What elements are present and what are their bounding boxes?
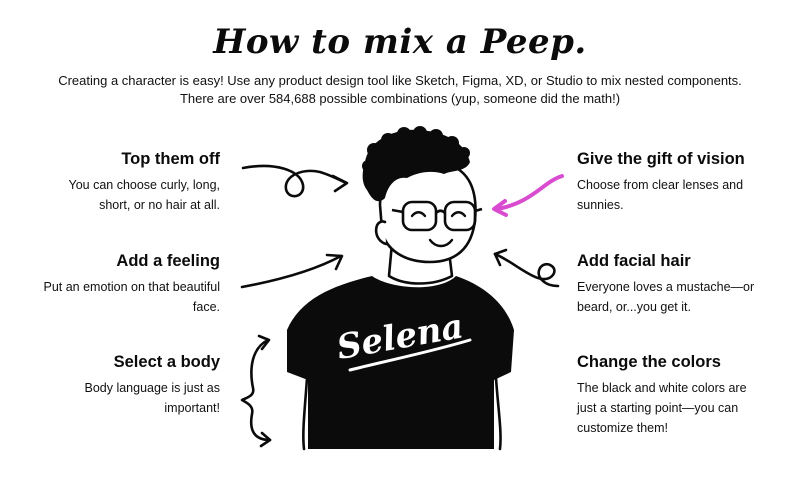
feature-add-a-feeling: Add a feeling Put an emotion on that bea…	[0, 252, 220, 317]
feature-change-colors: Change the colors The black and white co…	[577, 353, 792, 438]
feature-description: Everyone loves a mustache—or beard, or..…	[577, 280, 755, 314]
body-brace-arrow-icon	[240, 334, 272, 448]
feature-heading: Add facial hair	[577, 252, 691, 270]
facial-hair-arrow-icon	[493, 248, 560, 288]
feature-heading: Select a body	[113, 353, 220, 371]
page-title: How to mix a Peep.	[213, 22, 587, 62]
peep-character-illustration: Selena	[287, 126, 514, 451]
feature-facial-hair: Add facial hair Everyone loves a mustach…	[577, 252, 792, 317]
hair-arrow-icon	[241, 164, 349, 198]
feeling-arrow-icon	[240, 253, 344, 289]
vision-arrow-icon	[492, 174, 564, 217]
feature-description: Body language is just as important!	[84, 381, 220, 415]
subtitle-line-1: Creating a character is easy! Use any pr…	[58, 73, 742, 88]
feature-heading: Change the colors	[577, 353, 721, 371]
subtitle: Creating a character is easy! Use any pr…	[40, 72, 760, 108]
subtitle-line-2: There are over 584,688 possible combinat…	[179, 91, 621, 106]
feature-description: Choose from clear lenses and sunnies.	[577, 178, 744, 212]
feature-description: The black and white colors are just a st…	[577, 381, 747, 435]
feature-heading: Give the gift of vision	[577, 150, 745, 168]
feature-top-them-off: Top them off You can choose curly, long,…	[0, 150, 221, 215]
feature-gift-of-vision: Give the gift of vision Choose from clea…	[577, 150, 792, 215]
feature-heading: Add a feeling	[116, 252, 220, 270]
feature-description: Put an emotion on that beautiful face.	[43, 280, 220, 314]
feature-description: You can choose curly, long, short, or no…	[68, 178, 221, 212]
feature-heading: Top them off	[121, 150, 220, 168]
feature-select-a-body: Select a body Body language is just as i…	[0, 353, 220, 418]
